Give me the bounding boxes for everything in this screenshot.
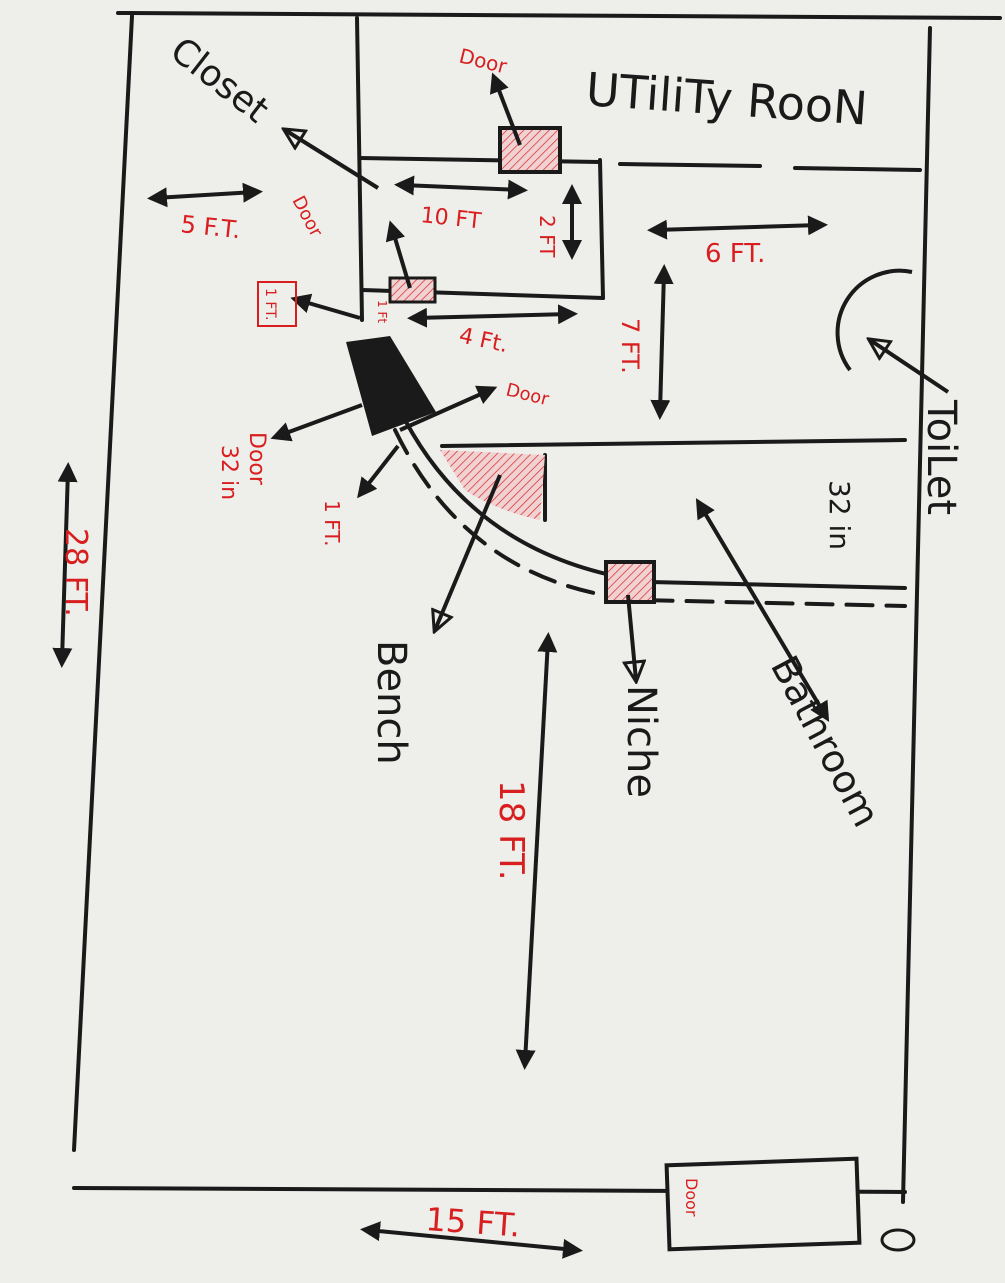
bench-swatch: [440, 450, 545, 520]
dim-5ft-arrow: [147, 182, 263, 208]
dim-4ft-arrow: [407, 304, 578, 328]
top-wall: [116, 11, 1002, 20]
dim-7ft-label: 7 FT.: [616, 318, 644, 374]
dim-6ft-label: 6 FT.: [705, 239, 765, 269]
1ft-box-pointer: [290, 293, 361, 320]
dim-18ft-label: 18 FT.: [491, 780, 531, 881]
main-door-label: Door: [244, 432, 269, 486]
dim-5ft-label: 5 F.T.: [179, 210, 242, 244]
bathroom-top-wall: [440, 438, 907, 448]
dim-small-label: 1 Ft: [375, 300, 389, 323]
bathroom-pointer: [695, 498, 830, 722]
toilet-label: ToiLet: [918, 399, 964, 515]
dim-10ft-arrow: [394, 175, 528, 200]
dim-1ft-label: 1 FT.: [320, 500, 344, 546]
column-block: [346, 336, 436, 436]
dim-15ft-label: 15 FT.: [424, 1200, 521, 1245]
niche-pointer: [628, 594, 636, 680]
corner-mark: [880, 1228, 916, 1252]
dim-32in-label: 32 in: [823, 480, 856, 550]
closet-pointer: [285, 130, 380, 190]
utility-door-swatch: [498, 126, 562, 174]
1ft-box: [257, 281, 297, 327]
bench-label: Bench: [368, 640, 414, 765]
utility-bottom-wall-right-2: [793, 166, 922, 172]
niche-label: Niche: [618, 685, 664, 798]
toilet-pointer: [870, 340, 950, 394]
closet-door-swatch: [388, 276, 437, 304]
dim-1ft-box-label: 1 FT.: [262, 288, 278, 321]
main-door-width-label: 32 in: [216, 445, 241, 500]
bottom-door: [664, 1156, 862, 1252]
dim-2ft-label: 2 FT: [535, 215, 559, 258]
utility-left-wall: [355, 16, 364, 322]
left-wall: [72, 14, 134, 1152]
dim-18ft-arrow: [515, 632, 558, 1070]
dim-15ft-arrow: [360, 1221, 583, 1259]
dim-28ft-arrow: [52, 462, 78, 668]
dim-28ft-label: 28 FT.: [58, 528, 93, 617]
right-wall: [901, 26, 932, 1204]
bottom-door-label: Door: [682, 1178, 701, 1217]
bench-pointer: [435, 474, 502, 630]
dim-6ft-arrow: [647, 215, 828, 240]
utility-door-pointer: [489, 72, 522, 146]
utility-bottom-wall-right-1: [618, 162, 762, 168]
bath-door-pointer: [399, 385, 498, 432]
closet-right-wall: [598, 158, 605, 300]
1ft-pointer: [357, 444, 400, 499]
dim-7ft-arrow: [650, 264, 674, 420]
closet-door-pointer: [385, 220, 412, 289]
toilet-fixture: [835, 268, 913, 372]
main-door-pointer: [270, 403, 363, 442]
